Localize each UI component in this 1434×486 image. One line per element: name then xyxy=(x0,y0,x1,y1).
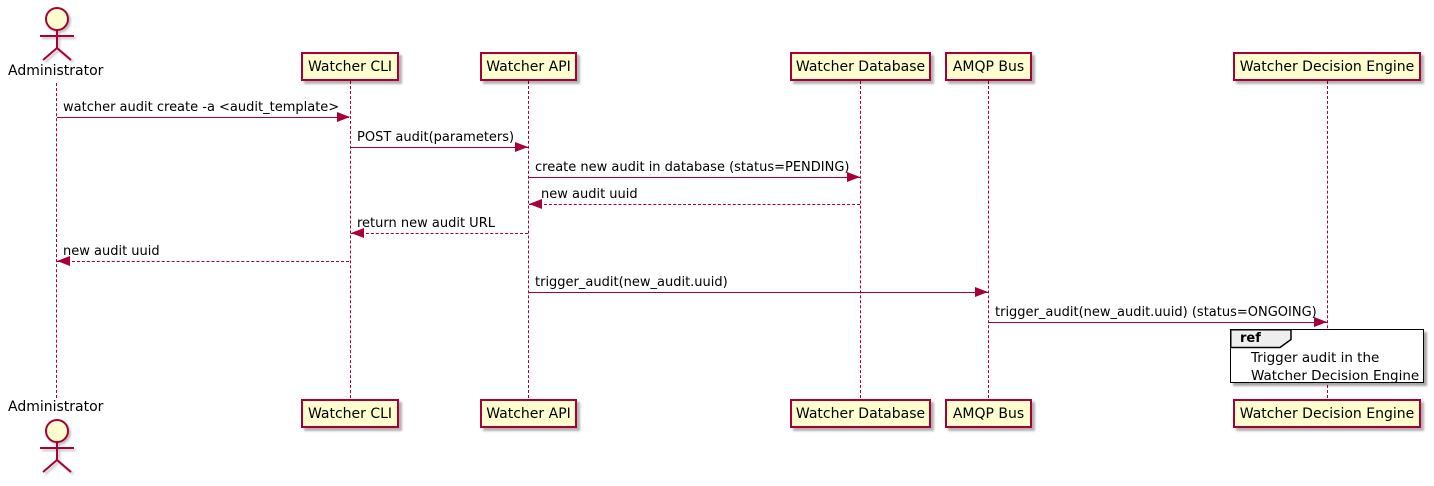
ref-line: Trigger audit in the xyxy=(1251,350,1380,366)
message-label: create new audit in database (status=PEN… xyxy=(535,160,850,175)
message-line xyxy=(989,322,1327,323)
message-label: POST audit(parameters) xyxy=(357,130,515,145)
arrowhead-left-icon xyxy=(529,199,542,209)
ref-frame: ref Trigger audit in the Watcher Decisio… xyxy=(1230,329,1424,385)
arrowhead-right-icon xyxy=(515,142,528,152)
actor-label-bottom: Administrator xyxy=(8,399,104,415)
participant-watcher-decision-engine-top: Watcher Decision Engine xyxy=(1233,52,1421,81)
message-line xyxy=(351,147,528,148)
participant-watcher-database-top: Watcher Database xyxy=(790,52,931,81)
arrowhead-right-icon xyxy=(337,112,350,122)
message-label: new audit uuid xyxy=(63,244,160,259)
message-line xyxy=(57,261,349,262)
message-label: new audit uuid xyxy=(541,187,638,202)
lifeline-watcher-database xyxy=(860,81,861,398)
actor-icon xyxy=(40,7,74,61)
ref-line: Watcher Decision Engine xyxy=(1251,368,1420,384)
arrowhead-left-icon xyxy=(57,256,70,266)
lifeline-watcher-decision-engine xyxy=(1327,81,1328,398)
message-line xyxy=(529,204,860,205)
arrowhead-right-icon xyxy=(975,287,988,297)
ref-keyword: ref xyxy=(1240,331,1261,346)
message-label: watcher audit create -a <audit_template> xyxy=(63,100,340,115)
participant-watcher-api-top: Watcher API xyxy=(480,52,577,81)
actor-label-top: Administrator xyxy=(8,63,104,79)
arrowhead-right-icon xyxy=(847,172,860,182)
participant-watcher-cli-top: Watcher CLI xyxy=(301,52,399,81)
message-label: trigger_audit(new_audit.uuid) xyxy=(535,275,728,290)
message-line xyxy=(529,292,988,293)
message-line xyxy=(529,177,860,178)
actor-icon xyxy=(40,419,74,473)
ref-header-pentagon-icon xyxy=(1230,329,1292,349)
participant-watcher-decision-engine-bottom: Watcher Decision Engine xyxy=(1233,399,1421,428)
message-label: return new audit URL xyxy=(357,216,495,231)
participant-watcher-database-bottom: Watcher Database xyxy=(790,399,931,428)
participant-watcher-cli-bottom: Watcher CLI xyxy=(301,399,399,428)
lifeline-watcher-api xyxy=(528,81,529,398)
participant-watcher-api-bottom: Watcher API xyxy=(480,399,577,428)
lifeline-administrator xyxy=(56,83,57,398)
lifeline-watcher-cli xyxy=(350,81,351,398)
ref-body-text: Trigger audit in the Watcher Decision En… xyxy=(1251,349,1419,385)
arrowhead-left-icon xyxy=(351,228,364,238)
lifeline-amqp-bus xyxy=(988,81,989,398)
arrowhead-right-icon xyxy=(1314,317,1327,327)
message-label: trigger_audit(new_audit.uuid) (status=ON… xyxy=(995,305,1317,320)
message-line xyxy=(57,117,349,118)
participant-amqp-bus-bottom: AMQP Bus xyxy=(945,399,1032,428)
participant-amqp-bus-top: AMQP Bus xyxy=(945,52,1032,81)
message-line xyxy=(351,233,528,234)
